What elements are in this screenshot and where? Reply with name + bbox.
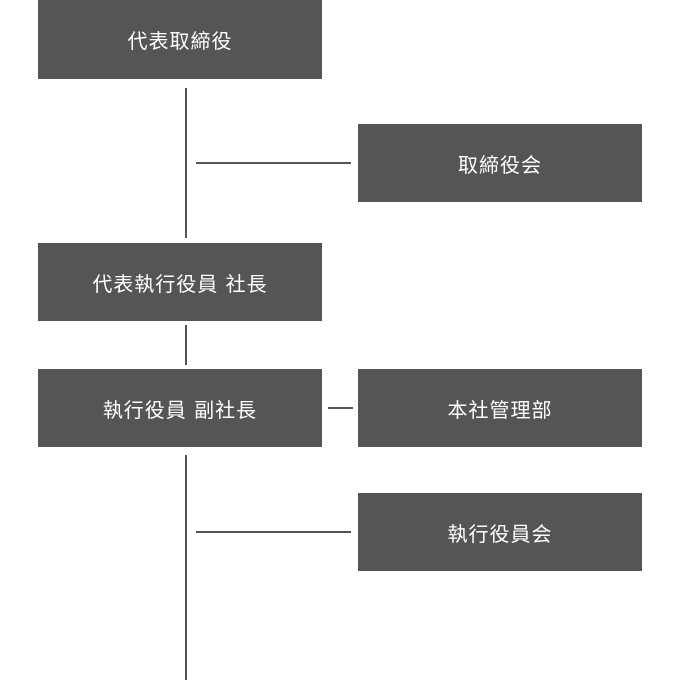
box-label: 代表取締役 bbox=[127, 29, 233, 53]
connector-president-to-vice-president bbox=[185, 325, 187, 365]
box-label: 取締役会 bbox=[458, 152, 542, 177]
connector-to-headquarters bbox=[328, 407, 353, 409]
connector-to-board bbox=[196, 162, 351, 164]
box-president: 代表執行役員 社長 bbox=[38, 243, 322, 321]
box-representative-director: 代表取締役 bbox=[38, 0, 322, 79]
box-board-of-directors: 取締役会 bbox=[358, 124, 642, 202]
box-label: 代表執行役員 社長 bbox=[92, 271, 268, 296]
box-executive-committee: 執行役員会 bbox=[358, 493, 642, 571]
box-label: 執行役員会 bbox=[447, 521, 553, 546]
box-label: 執行役員 副社長 bbox=[102, 397, 258, 422]
box-vice-president: 執行役員 副社長 bbox=[38, 369, 322, 447]
box-headquarters-management: 本社管理部 bbox=[358, 369, 642, 447]
connector-vice-president-down bbox=[185, 455, 187, 680]
connector-to-executive-committee bbox=[196, 531, 351, 533]
connector-director-to-president bbox=[185, 88, 187, 238]
box-label: 本社管理部 bbox=[447, 397, 553, 422]
